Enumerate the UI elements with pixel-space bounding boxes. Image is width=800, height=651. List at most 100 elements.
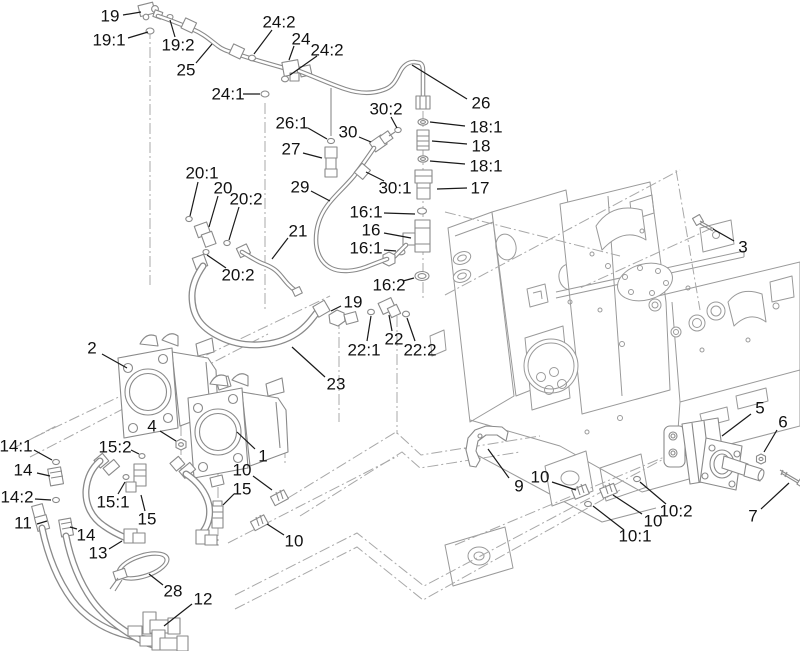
fitting-27-drawing (324, 88, 338, 178)
callout-label: 29 (291, 178, 310, 197)
leader-line (302, 152, 323, 159)
bolt-3-drawing (691, 213, 715, 232)
callout-label: 17 (471, 179, 490, 198)
chassis-frame-drawing (429, 181, 800, 587)
callout-label: 4 (147, 417, 156, 436)
leader-line (130, 449, 140, 455)
leader-line (169, 19, 176, 38)
pump-2-drawing (117, 333, 232, 439)
leader-line (140, 494, 146, 512)
leader-line (388, 314, 393, 332)
callout-label: 14 (14, 461, 33, 480)
callout-label: 12 (194, 590, 213, 609)
callout-label: 30:2 (369, 100, 402, 119)
leader-line (365, 171, 385, 182)
tube-26-drawing (296, 59, 431, 110)
bracket-9-drawing (465, 425, 509, 468)
callout-label: 18 (472, 137, 491, 156)
leader-line (33, 449, 53, 461)
callout-label: 24:2 (310, 41, 343, 60)
callout-label: 10 (285, 532, 304, 551)
callout-label: 18:1 (469, 157, 502, 176)
leader-line (266, 523, 285, 536)
fitting-stack-16-17-18-drawing (382, 118, 433, 282)
hose-13-drawing (82, 452, 146, 544)
fittings-14-11-drawing (31, 458, 75, 538)
leader-line (34, 498, 52, 501)
callout-label: 21 (289, 222, 308, 241)
callout-label: 30:1 (378, 179, 411, 198)
leader-line (411, 64, 468, 100)
leader-line (612, 494, 643, 515)
leader-line (402, 277, 415, 282)
leader-line (163, 603, 193, 627)
callout-label: 26 (472, 94, 491, 113)
fitting-20-drawing (185, 215, 231, 271)
leader-line (358, 136, 372, 143)
leader-line (639, 481, 667, 505)
leader-line (288, 45, 295, 61)
parts-drawing (31, 1, 800, 651)
callout-label: 10 (233, 461, 252, 480)
leader-line (307, 127, 328, 140)
leader-line (236, 431, 256, 450)
callout-label: 19:2 (161, 36, 194, 55)
callout-label: 27 (282, 140, 301, 159)
leader-line (108, 540, 123, 550)
hose-23-drawing (188, 262, 411, 349)
leader-line (712, 228, 735, 242)
motor-5-drawing (663, 417, 800, 491)
leader-line (195, 43, 213, 64)
leader-line (206, 254, 227, 269)
callout-label: 3 (738, 238, 747, 257)
leader-line (390, 116, 398, 129)
leader-line (117, 481, 126, 495)
leader-line (429, 121, 466, 127)
clamp-28-drawing (109, 551, 170, 592)
leader-line (101, 353, 128, 369)
callout-label: 10 (531, 468, 550, 487)
leader-line (122, 11, 142, 16)
callout-label: 30 (339, 123, 358, 142)
callout-label: 13 (89, 544, 108, 563)
callout-label: 10:1 (618, 527, 651, 546)
callout-label: 14 (77, 526, 96, 545)
callout-label: 20:1 (185, 164, 218, 183)
leader-line (760, 482, 790, 510)
leader-line (383, 249, 397, 252)
leader-line (208, 195, 219, 228)
callout-label: 15:1 (96, 493, 129, 512)
callout-label: 19 (344, 293, 363, 312)
hose-13b-drawing (169, 455, 218, 546)
tube-29-drawing (313, 145, 390, 274)
fitting-10-right-drawing (571, 475, 641, 508)
callout-label: 6 (778, 413, 787, 432)
callout-label: 18:1 (469, 118, 502, 137)
leader-line (222, 493, 235, 506)
callout-label: 16:1 (349, 239, 382, 258)
leader-line (253, 29, 273, 55)
callout-label: 15:2 (98, 438, 131, 457)
callout-label: 9 (514, 477, 523, 496)
callout-label: 24:1 (211, 85, 244, 104)
leader-line (228, 206, 240, 241)
leader-line (366, 315, 372, 342)
leader-line (159, 430, 177, 442)
leader-line (436, 187, 468, 190)
callout-label: 23 (327, 375, 346, 394)
callout-label: 24 (292, 30, 311, 49)
callout-label: 16:2 (372, 276, 405, 295)
callout-label: 16 (362, 221, 381, 240)
leader-line (36, 472, 51, 477)
callout-label: 19 (101, 7, 120, 26)
callout-label: 22:1 (347, 341, 380, 360)
callout-label: 7 (748, 507, 757, 526)
callout-label: 24:2 (262, 13, 295, 32)
leader-line (189, 181, 199, 217)
callout-label: 15 (138, 510, 157, 529)
leader-line (291, 346, 326, 378)
callout-label: 25 (177, 61, 196, 80)
callout-label: 11 (14, 514, 32, 533)
leader-line (148, 573, 164, 586)
